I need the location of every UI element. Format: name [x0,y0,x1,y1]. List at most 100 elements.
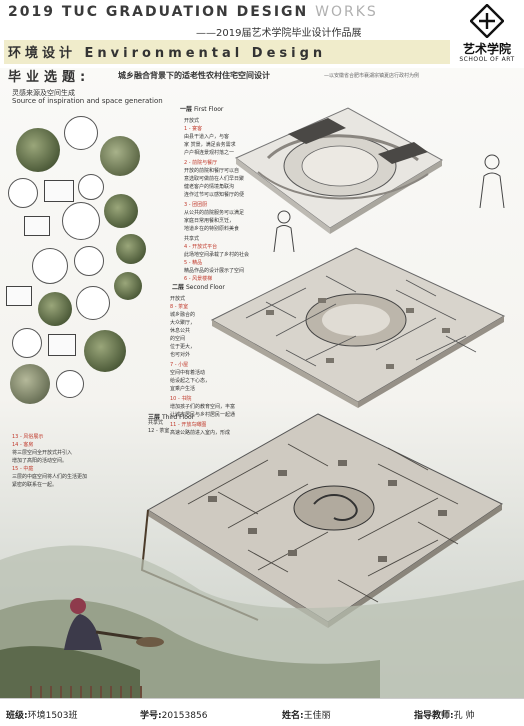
note: 紧密的联系在一起。 [12,482,58,488]
note: 城乡融合的 [170,312,196,318]
note: 5 - 精品 [184,260,203,266]
sketch-circle [74,246,104,276]
note: 家庭日常用餐和烹饪， [184,218,235,224]
topic-text: 城乡融合背景下的适老性农村住宅空间设计 [118,71,270,80]
note: 开放式 [184,118,200,124]
section-subtitle: Source of inspiration and space generati… [12,97,163,105]
third-floor-model [140,413,503,628]
footer-class-label: 班级: [6,711,28,721]
note: 10 - 书院 [170,396,192,402]
note: 8 - 茶室 [170,304,189,310]
note: 14 - 客房 [12,442,34,448]
note: 2 - 前院与餐厅 [184,160,218,166]
footer-advisor-value: 孔 帅 [453,711,475,721]
note: 户户相连景观村落之一 [184,150,235,156]
note: 位于更大， [170,344,196,350]
note: 休息公共 [170,328,191,334]
note: 连作过节可以感知餐厅的便 [184,192,245,198]
note: 共享式 [184,236,200,242]
footer-class: 班级:环境1503班 [6,708,78,721]
figure-sketch-right [479,154,505,209]
discipline-title: 环境设计 Environmental Design [8,46,327,61]
note: 给设起之下心态， [170,378,211,384]
note: 增加孩子们的教育空间，丰富 [170,404,236,410]
note: 此场地空间承载了乡村的社会 [184,252,250,258]
landscape-scene [0,545,524,698]
logo-text-en: SCHOOL OF ART [459,56,515,63]
plan-sketch [44,180,74,202]
valley-photo [84,330,126,372]
terrace-photo-2 [38,292,72,326]
ridge-photo [114,272,142,300]
school-logo-icon [469,3,505,39]
footer-advisor-label: 指导教师: [414,711,454,721]
logo-text-cn: 艺术学院 [462,42,511,56]
footer: 班级:环境1503班 学号:20153856 姓名:王佳丽 指导教师:孔 帅 [0,698,524,726]
note: 意选取可做前在人们早日聚 [184,176,245,182]
footer-name-label: 姓名: [282,711,304,721]
brand-line: 2019 TUC GRADUATION DESIGN WORKS [8,4,378,20]
sketch-circle [32,248,68,284]
note: 增加了高阳的活动空间。 [12,458,68,464]
first-floor-label-cn: 一层 [180,106,193,113]
first-floor-label-en: First Floor [193,106,224,113]
school-logo: 艺术学院 SCHOOL OF ART [456,3,518,66]
footer-class-value: 环境1503班 [27,711,78,721]
note: 共享式 [148,420,164,426]
note: 高速公路前进入室内，形成 [170,430,231,436]
note: 由县干道入户，与客 [184,134,230,140]
third-floor-label-cn: 三层 [148,414,161,421]
note: 大众聚厅， [170,320,196,326]
topic-subtext: —以安徽省合肥市襄湖宗镇夏店行政村为例 [324,73,420,79]
field-photo [100,136,140,176]
note: 7 - 小屋 [170,362,189,368]
note: 1 - 宴客 [184,126,203,132]
plan-sketch [48,334,76,356]
note: 将三层空间全开放式并引入 [12,450,73,456]
note: 三层的中庭空间将人们的生活更加 [12,474,88,480]
sketch-circle [62,202,100,240]
terrace-photo-3 [10,364,50,404]
topic-label: 毕业选题: [8,70,91,85]
third-floor-label-en: Third Floor [161,414,195,421]
note: 6 - 风景楼梯 [184,276,213,282]
topic-row: 毕业选题: 城乡融合背景下的适老性农村住宅空间设计 —以安徽省合肥市襄湖宗镇夏店… [4,66,450,85]
exhibition-subtitle: ——2019届艺术学院毕业设计作品展 [196,28,362,39]
footer-advisor: 指导教师:孔 帅 [414,708,474,721]
sketch-circle [56,370,84,398]
note: 也可对外 [170,352,191,358]
hillside-photo [116,234,146,264]
note: 从公共的前院服务可以满足 [184,210,245,216]
village-photo [104,194,138,228]
second-floor-model [210,247,506,408]
sketch-circle [76,286,110,320]
sketch-circle [12,328,42,358]
plan-sketch [24,216,50,236]
note: 宜乘户生活 [170,386,196,392]
sketch-circle [8,178,38,208]
terrace-photo [16,128,60,172]
note: 地道乡在的特别原料美食 [184,226,240,232]
inspiration-sketches [4,108,204,408]
first-floor-model [235,107,443,234]
note: 让城市居民与乡村居民一起通 [170,412,236,418]
footer-id-value: 20153856 [161,711,208,721]
plan-sketch [6,286,32,306]
footer-name-value: 王佳丽 [303,711,331,721]
note: 12 - 茶室 [148,428,170,434]
third-floor-label: 三层 Third Floor [148,412,194,421]
footer-student-name: 姓名:王佳丽 [282,708,331,721]
brand-left: 2019 TUC GRADUATION DESIGN [8,4,309,20]
brand-right: WORKS [315,4,378,20]
second-floor-label: 二层 Second Floor [172,282,225,291]
note: 开放的前院和餐厅可以自 [184,168,240,174]
second-floor-label-cn: 二层 [172,284,185,291]
note: 13 - 风俗展示 [12,434,44,440]
note: 精品作品的设计展示了空间 [184,268,245,274]
figure-sketch-left [273,210,295,253]
note: 15 - 中庭 [12,466,34,472]
note: 的空间 [170,336,186,342]
note: 空间中有着活动 [170,370,206,376]
discipline-bar: 环境设计 Environmental Design [4,40,450,64]
